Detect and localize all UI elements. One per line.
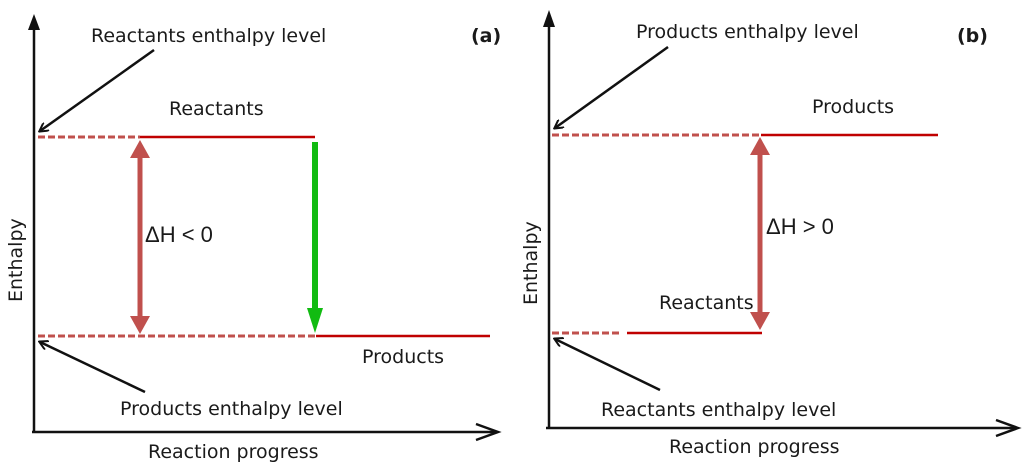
- panel-b-y-axis-arrowhead-icon: [543, 10, 555, 27]
- panel-a-y-axis-arrowhead-icon: [28, 14, 40, 30]
- panel-b-lower-level-label: Reactants: [659, 292, 754, 314]
- panel-a-lower-pointer-label: Products enthalpy level: [120, 398, 343, 420]
- panel-b-x-axis-label: Reaction progress: [669, 436, 840, 458]
- panel-b-upper-pointer-arrow: [555, 45, 669, 128]
- panel-a-reaction-arrowhead-icon: [307, 308, 323, 333]
- panel-a-delta-h-arrowhead-up-icon: [130, 140, 150, 158]
- panel-a-lower-level-label: Products: [362, 346, 444, 368]
- panel-a-lower-pointer-arrow: [40, 342, 146, 394]
- panel-a-upper-pointer-label: Reactants enthalpy level: [91, 25, 326, 47]
- panel-a-tag: (a): [471, 25, 501, 47]
- panel-b-delta-h-arrowhead-down-icon: [750, 312, 770, 330]
- panel-a-x-axis-arrowhead-icon: [475, 422, 502, 442]
- panel-a-y-axis-label: Enthalpy: [5, 218, 27, 302]
- panel-b-lower-pointer-arrow: [555, 339, 661, 392]
- panel-b-lower-pointer-label: Reactants enthalpy level: [601, 399, 836, 421]
- panel-b-upper-level-label: Products: [812, 96, 894, 118]
- panel-b: Products enthalpy level (b) Products ΔH …: [520, 10, 1022, 458]
- panel-b-x-axis-arrowhead-icon: [995, 418, 1022, 438]
- panel-a: Reactants enthalpy level (a) Reactants Δ…: [5, 14, 502, 463]
- panel-b-upper-pointer-label: Products enthalpy level: [636, 21, 859, 43]
- panel-a-delta-h-label: ΔH < 0: [145, 222, 213, 247]
- panel-a-upper-pointer-arrow: [40, 48, 155, 131]
- panel-b-tag: (b): [957, 25, 988, 47]
- panel-b-y-axis-label: Enthalpy: [520, 221, 542, 305]
- panel-a-delta-h-arrowhead-down-icon: [130, 316, 150, 334]
- panel-b-delta-h-label: ΔH > 0: [766, 214, 834, 239]
- panel-a-upper-level-label: Reactants: [169, 98, 264, 120]
- panel-a-x-axis-label: Reaction progress: [148, 441, 319, 463]
- panel-b-delta-h-arrowhead-up-icon: [750, 137, 770, 155]
